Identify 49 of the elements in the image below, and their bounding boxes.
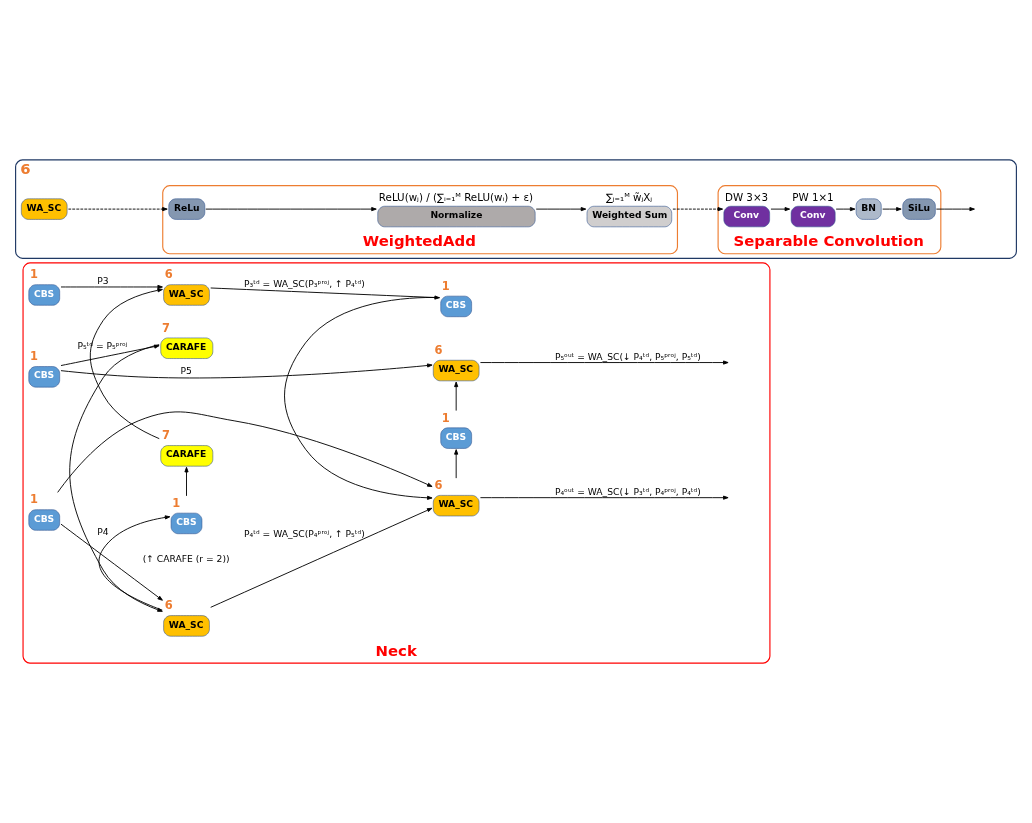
node-label: 6 xyxy=(164,598,173,613)
node-label: 1 xyxy=(441,410,450,425)
node-label: PW 1×1 xyxy=(792,190,834,203)
label: (↑ CARAFE (r = 2)) xyxy=(142,552,230,564)
arrow xyxy=(60,284,163,290)
edge-label: P5 xyxy=(180,364,192,376)
node-label: 1 xyxy=(29,267,38,282)
node-label: DW 3×3 xyxy=(724,190,769,203)
arrow xyxy=(60,363,433,379)
edge-label: P₄ᵗᵈ = WA_SC(P₄ᵖʳᵒʲ, ↑ P₅ᵗᵈ) xyxy=(244,528,365,540)
arrow xyxy=(67,207,168,212)
arrow xyxy=(535,207,587,212)
edge-label: P4 xyxy=(97,525,109,537)
node-label: 7 xyxy=(161,320,170,335)
arrow xyxy=(479,495,729,500)
arrow xyxy=(210,287,440,300)
node-label: 6 xyxy=(434,478,443,493)
node-label: 6 xyxy=(164,267,173,282)
arrow xyxy=(882,207,902,212)
arrow xyxy=(935,207,975,212)
edge-label: P₄ᵒᵘᵗ = WA_SC(↓ P₃ᵗᵈ, P₄ᵖʳᵒʲ, P₄ᵗᵈ) xyxy=(554,485,701,497)
node-label: ReLU(wⱼ) / (∑ᵢ₌₁ᴹ ReLU(wᵢ) + ε) xyxy=(378,190,534,203)
arrow xyxy=(205,207,377,212)
edge-label: P₅ᵗᵈ = P₅ᵖʳᵒʲ xyxy=(77,340,128,352)
arrow xyxy=(284,297,440,500)
node-label: 1 xyxy=(172,495,181,510)
node-label: 6 xyxy=(434,342,443,357)
arrow xyxy=(60,523,163,601)
arrow xyxy=(98,515,171,611)
node-label: 1 xyxy=(441,278,450,293)
arrow xyxy=(89,288,163,440)
edge-label: P₃ᵗᵈ = WA_SC(P₃ᵖʳᵒʲ, ↑ P₄ᵗᵈ) xyxy=(244,277,365,289)
arrow xyxy=(184,466,189,497)
arrow xyxy=(835,207,856,212)
node-label: 1 xyxy=(29,492,38,507)
arrow xyxy=(479,360,729,365)
arrow xyxy=(60,344,160,366)
arrow xyxy=(57,411,433,493)
edge-label: P₅ᵒᵘᵗ = WA_SC(↓ P₄ᵗᵈ, P₅ᵖʳᵒʲ, P₅ᵗᵈ) xyxy=(554,350,701,362)
arrow xyxy=(454,381,459,412)
arrow xyxy=(672,207,724,212)
arrow xyxy=(454,449,459,479)
node-label: 1 xyxy=(29,349,38,364)
edge-label: P3 xyxy=(97,275,109,286)
arrow xyxy=(770,207,791,212)
node-label: ∑ⱼ₌₁ᴹ w̃ⱼXⱼ xyxy=(605,190,653,203)
node-label: 7 xyxy=(161,428,170,443)
arrow xyxy=(69,344,163,612)
arrow xyxy=(210,507,433,608)
